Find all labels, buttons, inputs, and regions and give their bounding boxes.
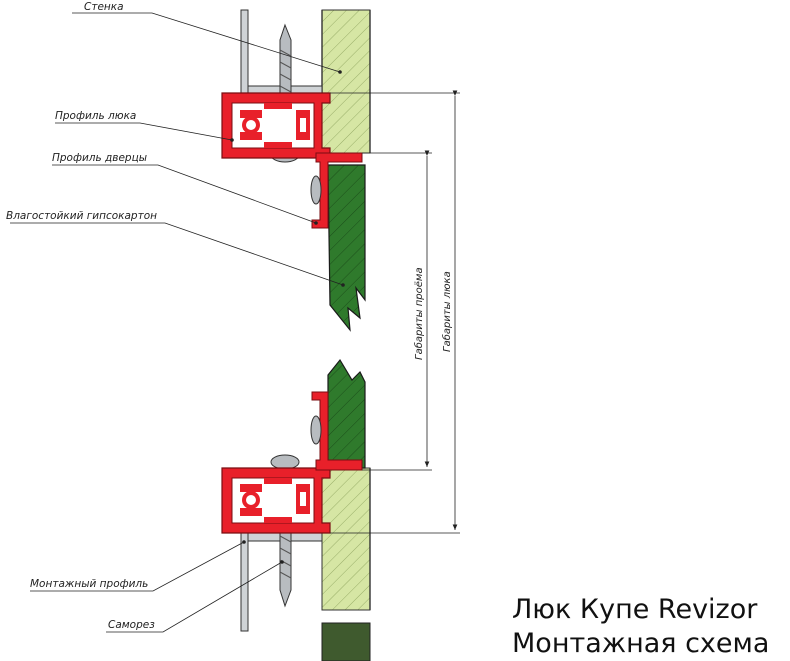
wall-section [321, 9, 371, 611]
door-profile-top [310, 152, 363, 229]
label-mounting-profile: Монтажный профиль [30, 578, 148, 590]
door-profile-bottom [310, 391, 363, 471]
hatch-profile-top [221, 92, 331, 159]
label-door-profile: Профиль дверцы [52, 152, 147, 164]
leader-lines [10, 12, 344, 633]
dimension-hatch-label: Габариты люка [441, 271, 453, 352]
label-hatch-profile: Профиль люка [55, 110, 136, 122]
wall-base-block [321, 622, 371, 661]
hatch-profile-bottom [221, 467, 331, 534]
dimension-opening-label: Габариты проёма [413, 267, 425, 360]
drywall-upper [327, 164, 366, 332]
label-drywall: Влагостойкий гипсокартон [6, 210, 157, 222]
leader-arrowheads [230, 70, 345, 564]
label-wall: Стенка [84, 1, 124, 13]
dimension-hatch [330, 90, 460, 534]
caption-title: Люк Купе Revizor [512, 594, 758, 625]
drywall-lower [327, 358, 366, 469]
label-screw: Саморез [108, 619, 155, 631]
dimension-opening [362, 150, 432, 471]
caption-subtitle: Монтажная схема [512, 628, 770, 659]
